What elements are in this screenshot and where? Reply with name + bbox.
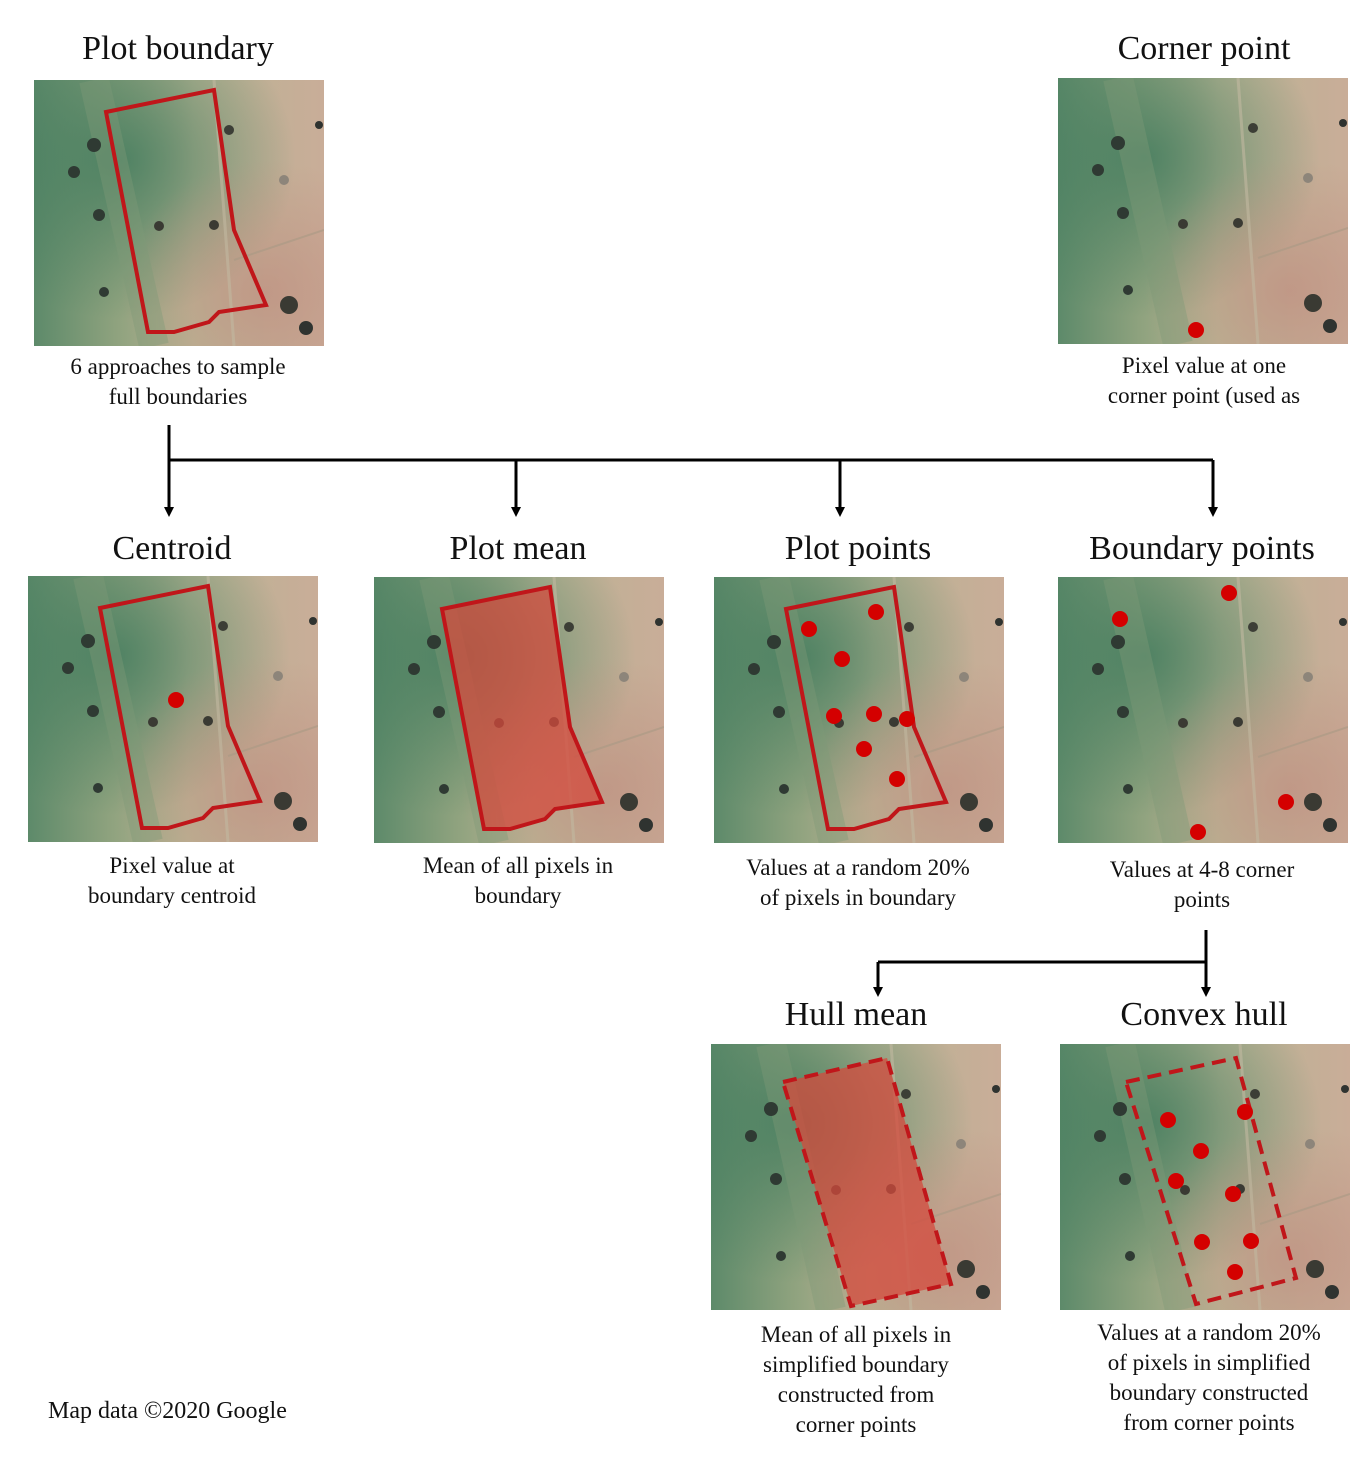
sample-point [868,604,884,620]
satellite-image [1058,577,1348,843]
map-credit: Map data ©2020 Google [48,1398,287,1424]
panel-caption: Values at 4-8 corner points [1109,857,1295,912]
corner-marker [1112,611,1128,627]
plot-boundary-outline [103,87,269,334]
satellite-image [711,1044,1001,1310]
flow-line [878,930,1208,964]
satellite-image [714,577,1004,843]
hull-outline [1123,1055,1299,1307]
sample-point [834,651,850,667]
sample-point [1160,1112,1176,1128]
satellite-image [1058,78,1348,344]
corner-marker [1221,585,1237,601]
panel-title: Plot boundary [82,30,274,67]
plot-boundary-outline [97,583,263,830]
sample-point [1168,1173,1184,1189]
satellite-image [374,577,664,843]
sample-point [1225,1186,1241,1202]
sample-point [801,621,817,637]
panel-title: Centroid [112,530,232,567]
sample-point [1237,1104,1253,1120]
panel-caption: Mean of all pixels in simplified boundar… [760,1322,952,1437]
panel-title: Plot points [784,530,932,567]
hull-filled [780,1055,954,1309]
sample-point [889,771,905,787]
corner-marker [1278,794,1294,810]
panel-caption: 6 approaches to sample full boundaries [70,354,286,409]
sample-point [1243,1233,1259,1249]
plot-boundary-outline [783,584,949,831]
plot-boundary-filled [439,584,605,831]
panel-caption: Values at a random 20% of pixels in boun… [746,855,970,910]
panel-caption: Pixel value at boundary centroid [88,853,256,908]
sample-point [1193,1143,1209,1159]
panel-caption: Mean of all pixels in boundary [422,853,614,908]
sample-point [899,711,915,727]
centroid-marker [168,692,184,708]
panel-caption: Pixel value at one corner point (used as [1107,353,1301,408]
sample-point [1227,1264,1243,1280]
sample-point [866,706,882,722]
panel-title: Hull mean [784,996,928,1033]
sample-point [856,741,872,757]
corner-marker [1188,322,1204,338]
satellite-image [1060,1044,1350,1310]
panel-title: Boundary points [1089,530,1315,567]
sample-point [1194,1234,1210,1250]
panel-title: Convex hull [1120,996,1288,1033]
satellite-image [34,80,324,346]
panel-title: Plot mean [449,530,587,567]
panel-title: Corner point [1117,30,1291,67]
flow-line [167,425,1213,462]
panel-caption: Values at a random 20% of pixels in simp… [1097,1320,1321,1435]
sample-point [826,708,842,724]
corner-marker [1190,824,1206,840]
satellite-image [28,576,318,842]
